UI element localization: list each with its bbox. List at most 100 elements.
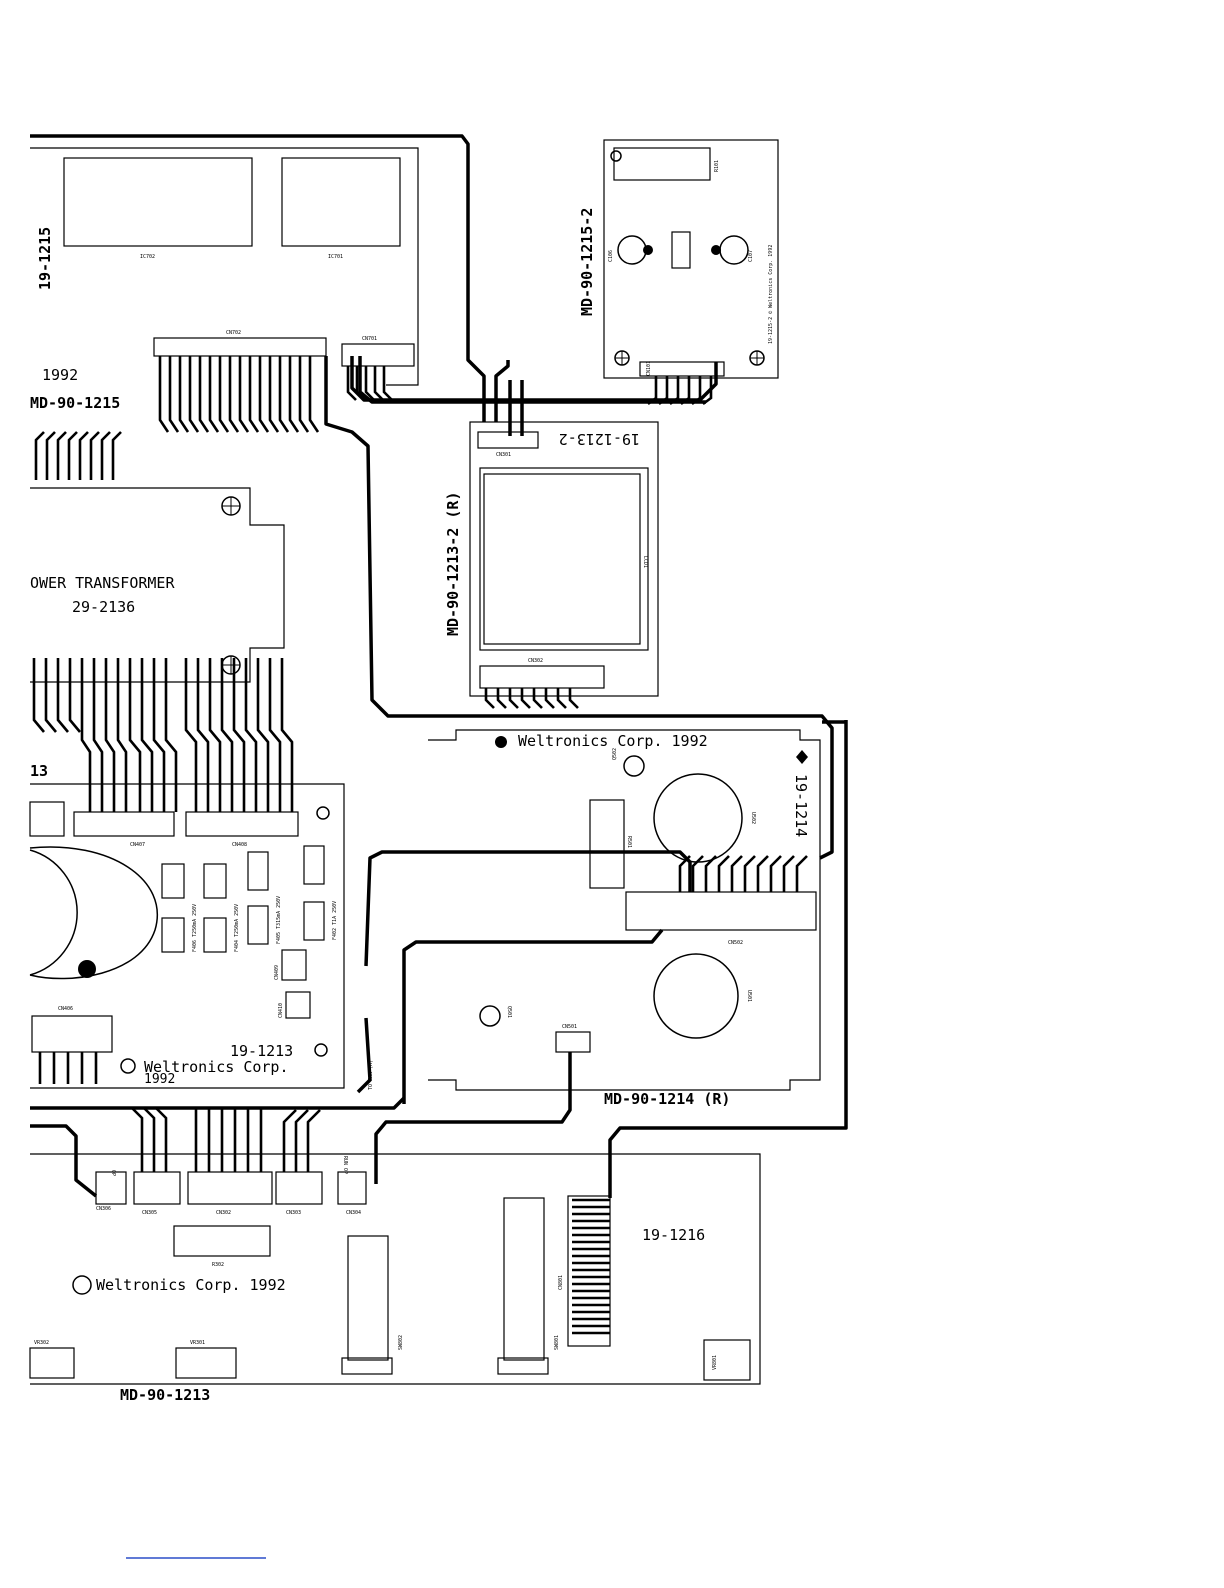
solid-marks [78, 245, 808, 978]
board-1215-2-side: 19-1215-2 © Weltronics Corp. 1992 [768, 245, 774, 344]
board-outlines [29, 139, 821, 1385]
board-1213-2-label: 19-1213-2 [559, 430, 640, 448]
fuse-d1 [303, 845, 325, 885]
wire-transformer-d-9 [280, 658, 294, 812]
wire-transformer-d-1 [184, 658, 198, 812]
wire-cn502-1 [678, 855, 691, 892]
wire-left-top-4 [67, 431, 78, 480]
fuse-c1 [247, 851, 269, 891]
wire-left-top-2 [45, 431, 56, 480]
cn701 [341, 343, 415, 367]
u502-label: U502 [750, 812, 756, 824]
wire-cn305-2 [143, 1107, 156, 1172]
wire-cn702-5 [198, 356, 210, 433]
wire-cn502-8 [769, 855, 782, 892]
cn501-label: CN501 [562, 1024, 577, 1030]
cn304-label: CN304 [346, 1210, 361, 1216]
cn702-label: CN702 [226, 330, 241, 336]
wire-cn702-2 [168, 356, 180, 433]
wire-cn701-5 [382, 366, 393, 401]
r101-label: R101 [714, 160, 720, 172]
board-1214-model: MD-90-1214 (R) [604, 1090, 730, 1108]
cn410 [285, 991, 311, 1019]
cn302b-label: CN302 [216, 1210, 231, 1216]
wire-cn306 [30, 1124, 98, 1198]
sw-label-run: RUN OP [342, 1156, 348, 1174]
fuse-a1 [161, 863, 185, 899]
cn301-label: CN301 [496, 452, 511, 458]
wire-transformer-d-8 [268, 658, 282, 812]
sw801-label: SW801 [554, 1335, 560, 1350]
cn301 [477, 431, 539, 449]
wire-cn502-6 [743, 855, 756, 892]
hole-1213-a [316, 806, 330, 820]
fuse-b1 [203, 863, 227, 899]
wire-1214-1216 [608, 720, 848, 1198]
cn501 [555, 1031, 591, 1053]
board-1213-2-outline [469, 421, 659, 697]
wire-cn702-7 [218, 356, 230, 433]
r101-outline [613, 147, 711, 181]
wire-transformer-d-2 [196, 658, 210, 812]
cn502 [625, 891, 817, 931]
vr801 [703, 1339, 751, 1381]
wire-left-top-8 [111, 431, 122, 480]
round-components [29, 150, 765, 1057]
wire-transformer-a-4 [68, 658, 81, 733]
cn305-label: CN305 [142, 1210, 157, 1216]
wire-cn702-1 [158, 356, 170, 433]
wire-cn702-10 [248, 356, 260, 433]
c107-circle [719, 235, 749, 265]
cn409 [281, 949, 307, 981]
wire-left-top-7 [100, 431, 111, 480]
sw802-label: SW802 [398, 1335, 404, 1350]
wire-1215-2 [350, 356, 718, 402]
cn302-label: CN302 [528, 658, 543, 664]
wire-cn305-3 [155, 1107, 168, 1172]
wire-cn502-7 [756, 855, 769, 892]
wire-cn101-1 [647, 376, 658, 406]
wire-cn302-6 [544, 688, 555, 709]
wire-cn302-7 [556, 688, 567, 709]
wire-left-top-6 [89, 431, 100, 480]
wire-cn701-2 [355, 366, 366, 401]
copyright-mark-1214 [495, 736, 507, 748]
wire-cn702-8 [228, 356, 240, 433]
wire-cn702-6 [208, 356, 220, 433]
wire-bundles [32, 356, 808, 1335]
cn101 [639, 361, 725, 377]
ic701-label: IC701 [328, 254, 343, 260]
cn701-label: CN701 [362, 336, 377, 342]
q502-label: Q502 [612, 748, 618, 760]
r302-label: R302 [212, 1262, 224, 1268]
wire-transformer-a-1 [32, 658, 45, 733]
wire-cn502-3 [704, 855, 717, 892]
copyright-symbols [72, 1058, 136, 1295]
cn306-label: CN306 [96, 1206, 111, 1212]
cn502-label: CN502 [728, 940, 743, 946]
wire-cn702-3 [178, 356, 190, 433]
cap-marker [78, 960, 96, 978]
board-1215-side-label: 19-1215 [36, 227, 54, 290]
vr302 [29, 1347, 75, 1379]
board-1213-copyright: Weltronics Corp. [144, 1058, 289, 1076]
cn407 [73, 811, 175, 837]
wire-cn302-5 [532, 688, 543, 709]
cn304 [337, 1171, 367, 1205]
cn305 [133, 1171, 181, 1205]
wire-transformer-c-4 [164, 658, 178, 812]
wire-transformer-c-1 [128, 658, 142, 812]
wire-cn305-1 [131, 1107, 144, 1172]
board-1213-label: 19-1213 [230, 1042, 293, 1060]
board-1216-outline [30, 1153, 761, 1385]
wire-cn101-6 [702, 376, 713, 406]
wire-cn302-2 [496, 688, 507, 709]
board-1213-2-model: MD-90-1213-2 (R) [444, 492, 462, 637]
board-1215-2-outline [603, 139, 779, 379]
c107-label: C107 [748, 250, 754, 262]
wire-cn101-3 [669, 376, 680, 406]
r302-body [173, 1225, 271, 1257]
cn303 [275, 1171, 323, 1205]
wire-1213-1214 [402, 928, 664, 1104]
